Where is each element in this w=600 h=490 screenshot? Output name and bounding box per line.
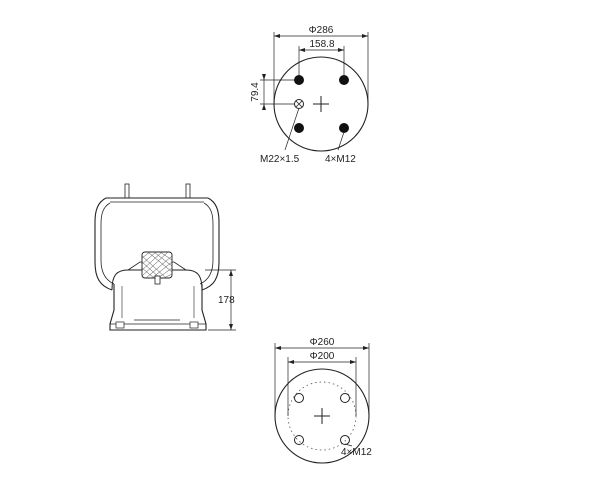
air-fitting-label: M22×1.5 — [260, 154, 300, 165]
piston-body — [109, 284, 207, 331]
bolt-circle-label: Φ200 — [310, 351, 335, 362]
bottom-diameter-dimension — [274, 343, 370, 416]
side-stud — [124, 183, 130, 199]
air-fitting-leader — [284, 107, 300, 151]
height-label: 178 — [218, 295, 235, 306]
bolt-spacing-label: 158.8 — [309, 39, 334, 50]
height-dimension — [205, 269, 236, 331]
bottom-stud-hole — [340, 393, 350, 403]
bottom-plate-view: Φ260 Φ200 4×M12 — [274, 337, 372, 464]
offset-label: 79.4 — [250, 82, 261, 102]
bottom-stud-hole — [294, 393, 304, 403]
bolt-spacing-dimension — [298, 46, 345, 76]
top-stud-hole — [339, 75, 349, 85]
air-fitting-hole — [294, 99, 304, 109]
top-studs-leader — [337, 131, 345, 151]
bolt-circle-dimension — [287, 357, 357, 416]
top-stud-hole — [294, 75, 304, 85]
bellows-right-outer — [201, 197, 220, 291]
top-studs-label: 4×M12 — [325, 154, 356, 165]
bottom-studs-leader — [344, 443, 353, 447]
side-stud — [185, 183, 191, 199]
top-stud-hole — [294, 123, 304, 133]
top-stud-hole — [339, 123, 349, 133]
top-diameter-label: Φ286 — [309, 25, 334, 36]
bellows-left-outer — [94, 197, 113, 291]
bottom-studs-label: 4×M12 — [341, 447, 372, 458]
offset-dimension — [260, 74, 294, 110]
air-spring-side-view: 178 — [94, 183, 236, 331]
top-diameter-dimension — [273, 32, 369, 104]
bottom-stud-hole — [294, 435, 304, 445]
top-plate-view: Φ286 158.8 79.4 M22×1.5 4×M12 — [250, 25, 369, 165]
bottom-diameter-label: Φ260 — [310, 337, 335, 348]
bottom-stud-hole — [340, 435, 350, 445]
